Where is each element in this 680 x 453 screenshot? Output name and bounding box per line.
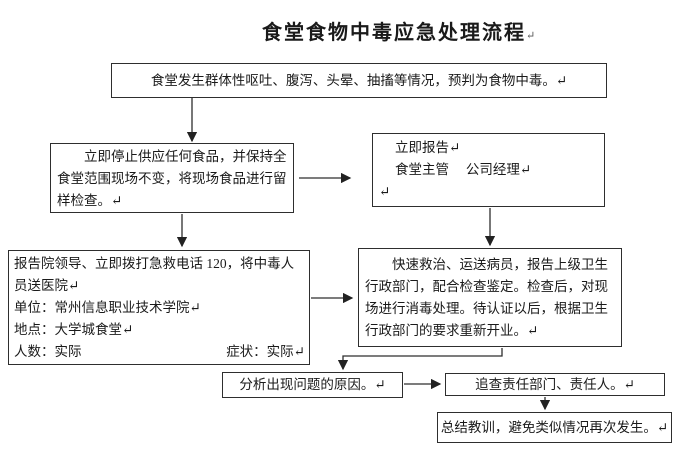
box-line: 地点：大学城食堂↵ bbox=[14, 322, 134, 337]
box-line: 行政部门的要求重新开业。↵ bbox=[365, 323, 539, 338]
box-line: 食堂发生群体性呕吐、腹泻、头晕、抽搐等情况，预判为食物中毒。↵ bbox=[150, 72, 568, 88]
box-immediate-report: 立即报告↵ 食堂主管 公司经理↵ ↵ bbox=[372, 133, 605, 207]
box-stop-serving-preserve-scene: 立即停止供应任何食品，并保持全 食堂范围现场不变，将现场食品进行留 样检查。↵ bbox=[50, 143, 294, 213]
box-line: 快速救治、运送病员，报告上级卫生 bbox=[365, 257, 608, 272]
victim-count-label: 人数：实际 bbox=[14, 344, 82, 359]
box-line: 总结教训，避免类似情况再次发生。↵ bbox=[440, 419, 669, 435]
box-line: 员送医院↵ bbox=[14, 278, 80, 293]
paragraph-mark: ↵ bbox=[526, 30, 536, 42]
box-line: 追查责任部门、责任人。↵ bbox=[475, 376, 635, 392]
box-line: 单位：常州信息职业技术学院↵ bbox=[14, 300, 201, 315]
arrow-rescue-to-analyze bbox=[337, 348, 503, 371]
box-line: 场进行消毒处理。待认证以后，根据卫生 bbox=[365, 301, 608, 316]
box-summarize-lessons: 总结教训，避免类似情况再次发生。↵ bbox=[437, 412, 672, 443]
box-line: 行政部门，配合检查鉴定。检查后，对现 bbox=[365, 279, 608, 294]
box-line: 食堂范围现场不变，将现场食品进行留 bbox=[57, 171, 287, 186]
box-incident-detection: 食堂发生群体性呕吐、腹泻、头晕、抽搐等情况，预判为食物中毒。↵ bbox=[111, 63, 607, 98]
box-rescue-and-sanitize: 快速救治、运送病员，报告上级卫生 行政部门，配合检查鉴定。检查后，对现 场进行消… bbox=[358, 248, 622, 347]
box-line: 食堂主管 公司经理↵ bbox=[395, 162, 532, 177]
box-report-leaders-call-120: 报告院领导、立即拨打急救电话 120，将中毒人 员送医院↵ 单位：常州信息职业技… bbox=[8, 250, 310, 365]
box-line: 立即报告↵ bbox=[395, 140, 461, 155]
paragraph-mark: ↵ bbox=[379, 184, 391, 199]
box-line: 人数：实际 症状：实际↵ bbox=[9, 341, 309, 363]
box-line: 立即停止供应任何食品，并保持全 bbox=[57, 149, 287, 164]
page-title-text: 食堂食物中毒应急处理流程 bbox=[262, 22, 526, 44]
symptoms-label: 症状：实际↵ bbox=[226, 344, 305, 359]
box-line: 分析出现问题的原因。↵ bbox=[239, 377, 386, 392]
box-line: 报告院领导、立即拨打急救电话 120，将中毒人 bbox=[14, 256, 295, 271]
box-trace-responsibility: 追查责任部门、责任人。↵ bbox=[445, 373, 665, 396]
page-title: 食堂食物中毒应急处理流程↵ bbox=[262, 20, 535, 49]
box-analyze-cause: 分析出现问题的原因。↵ bbox=[222, 372, 403, 398]
box-line: 样检查。↵ bbox=[57, 193, 123, 208]
